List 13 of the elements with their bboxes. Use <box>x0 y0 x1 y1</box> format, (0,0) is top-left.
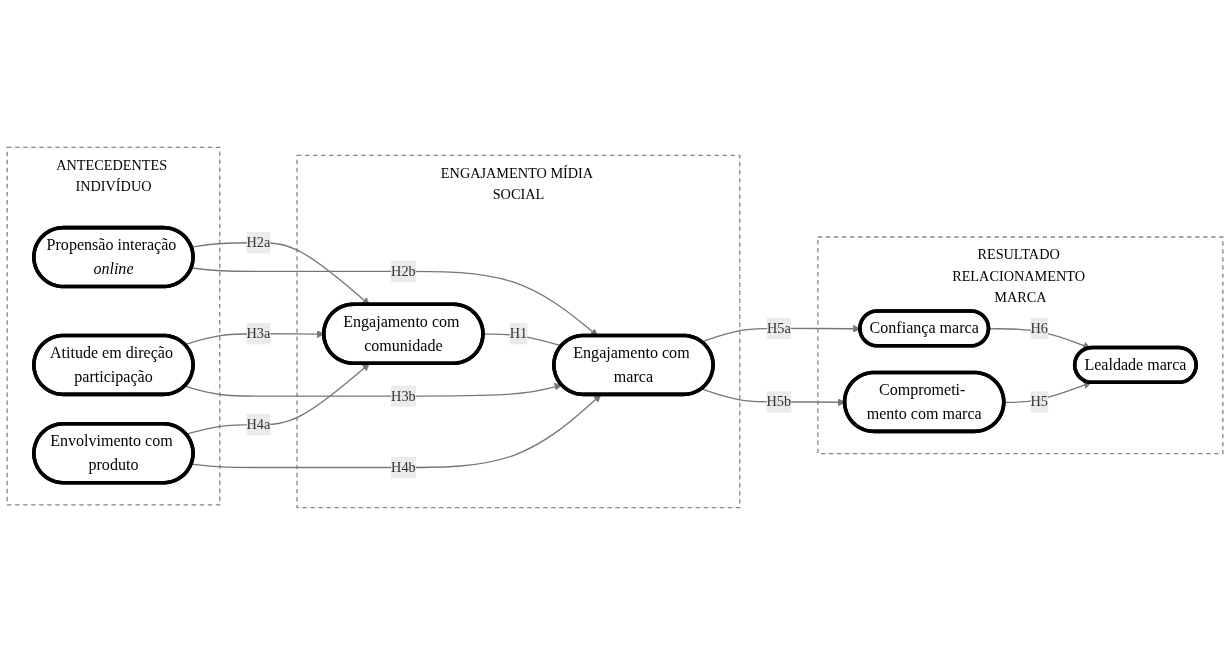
edge-label: H2b <box>391 263 416 279</box>
edge-label: H2a <box>246 234 271 250</box>
edge-label: H5 <box>1030 393 1048 410</box>
edge-label: H6 <box>1030 320 1048 336</box>
edge-label: H1 <box>509 325 528 341</box>
edge-label: H5b <box>766 393 792 410</box>
edge-label: H4b <box>391 459 416 475</box>
edge-label: H3b <box>391 388 416 404</box>
edge-label: H3a <box>246 325 271 341</box>
edge-label: H5a <box>766 320 791 336</box>
arrow <box>185 363 370 435</box>
edge-label: H4a <box>246 416 271 432</box>
arrow <box>184 382 563 397</box>
